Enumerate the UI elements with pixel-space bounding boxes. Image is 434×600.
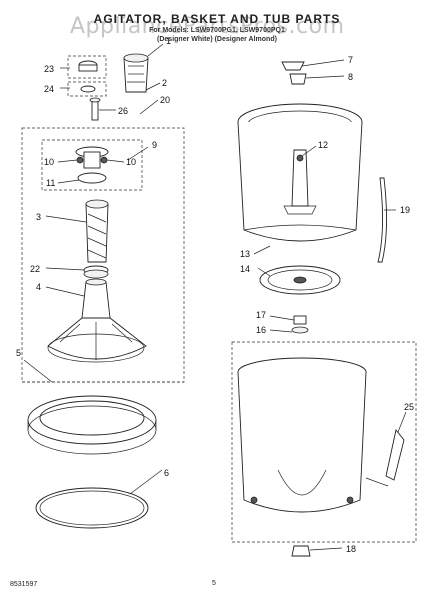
part-24-seal <box>80 85 96 93</box>
part-5-balance-ring-inner <box>39 400 145 436</box>
callout-26: 26 <box>118 106 128 116</box>
part-10-dog-right <box>100 156 108 164</box>
part-11-cam <box>77 172 107 184</box>
group-box-tub <box>231 341 417 543</box>
callout-25: 25 <box>404 402 414 412</box>
callout-6: 6 <box>164 468 169 478</box>
part-23-cap-body <box>78 64 98 72</box>
model-subtitle: For Models: LSW9700PG1, LSW9700PQ1 <box>149 27 285 34</box>
callout-11: 11 <box>46 178 55 188</box>
callout-19: 19 <box>400 205 410 215</box>
callout-24: 24 <box>44 84 54 94</box>
callout-10-right: 10 <box>126 157 136 167</box>
callout-2: 2 <box>162 78 167 88</box>
callout-5: 5 <box>16 348 21 358</box>
callout-labels: 1 2 3 4 5 6 7 8 9 10 10 11 12 13 14 16 1… <box>16 36 414 554</box>
leader-lines <box>23 43 407 551</box>
callout-17: 17 <box>256 310 266 320</box>
part-18-nut <box>291 545 311 557</box>
part-4-agitator-skirt <box>47 317 147 360</box>
color-subtitle: (Designer White) (Designer Almond) <box>157 36 277 43</box>
part-19-hose <box>377 177 388 263</box>
part-4-agitator-column <box>81 281 111 319</box>
callout-20: 20 <box>160 95 170 105</box>
part-tub-body <box>237 371 367 513</box>
part-17-nut <box>293 315 307 325</box>
group-box-dogs <box>41 139 143 191</box>
part-6-gasket-ring <box>35 487 149 529</box>
callout-3: 3 <box>36 212 41 222</box>
callout-13: 13 <box>240 249 250 259</box>
callout-14: 14 <box>240 264 250 274</box>
part-1-agitator-cup <box>123 57 149 93</box>
part-25-drain-hose <box>385 428 405 481</box>
part-16-washer <box>291 326 309 334</box>
group-box-seal <box>67 81 107 97</box>
callout-8: 8 <box>348 72 353 82</box>
callout-16: 16 <box>256 325 266 335</box>
callout-22: 22 <box>30 264 40 274</box>
callout-18: 18 <box>346 544 356 554</box>
callout-10-left: 10 <box>44 157 54 167</box>
part-3-agitator-barrel <box>85 203 109 263</box>
callout-9: 9 <box>152 140 157 150</box>
footer-page-number: 5 <box>212 580 216 587</box>
part-26-bolt <box>91 99 99 121</box>
part-10-dogs-body <box>83 151 101 169</box>
part-8-spanner <box>289 73 307 85</box>
page-title: AGITATOR, BASKET AND TUB PARTS <box>93 12 341 26</box>
part-12-nut <box>296 154 304 162</box>
footer-part-number: 8531597 <box>10 581 38 588</box>
part-10-dog-left <box>76 156 84 164</box>
callout-1: 1 <box>166 36 171 46</box>
part-1-rim <box>123 53 149 63</box>
callout-23: 23 <box>44 64 54 74</box>
callout-12: 12 <box>318 140 328 150</box>
callout-4: 4 <box>36 282 41 292</box>
part-7-nut <box>281 61 305 71</box>
callout-7: 7 <box>348 55 353 65</box>
